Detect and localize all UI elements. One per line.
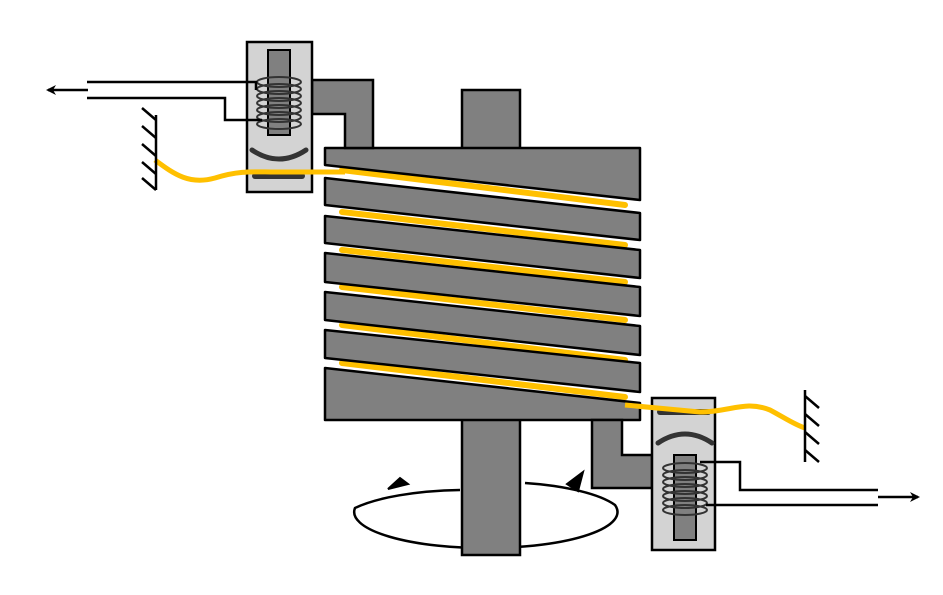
grooved-spindle	[323, 146, 642, 422]
left-output-leads	[87, 80, 262, 122]
left-spring-tensioner	[245, 40, 314, 194]
rotation-arrowhead-left	[387, 476, 411, 490]
spindle-groove-1	[323, 146, 642, 202]
wire-winding	[339, 167, 628, 400]
rotation-arrowhead-right	[565, 469, 585, 493]
right-wire-feed	[624, 402, 806, 431]
right-output-leads	[700, 460, 878, 507]
right-shoe-arc	[655, 431, 715, 446]
spindle-groove-4	[323, 251, 642, 318]
spindle-groove-3	[323, 214, 642, 280]
left-bracket	[310, 78, 375, 150]
central-shaft-top	[460, 88, 522, 152]
spindle-base	[323, 366, 642, 422]
left-ground-anchor	[141, 107, 158, 191]
spindle-groove-6	[323, 328, 642, 394]
right-spring-tensioner	[650, 396, 717, 552]
right-coil-spring	[662, 462, 708, 516]
right-bracket	[590, 418, 654, 490]
spindle-groove-5	[323, 290, 642, 357]
left-wire-feed	[153, 157, 345, 183]
right-ground-anchor	[803, 390, 820, 463]
left-shoe-arc	[249, 147, 309, 162]
central-shaft-bottom	[460, 416, 522, 557]
spindle-groove-2	[323, 176, 642, 242]
